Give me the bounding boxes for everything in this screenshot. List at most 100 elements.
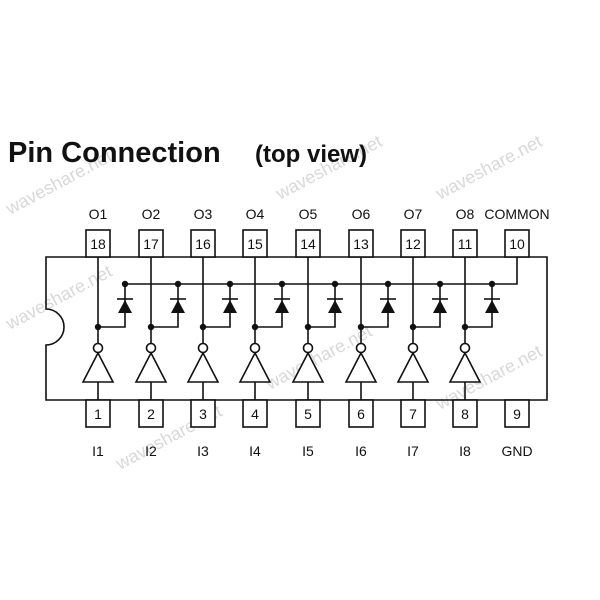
diode-branch xyxy=(255,284,283,328)
top-pin: O1 18 xyxy=(85,206,111,258)
diode-branch xyxy=(308,284,336,328)
top-pin-number: 16 xyxy=(195,236,211,252)
bottom-pin-number: 4 xyxy=(251,406,259,422)
top-pin: O6 13 xyxy=(348,206,374,258)
driver-channel xyxy=(238,257,290,400)
bottom-pin: 8I8 xyxy=(452,399,478,459)
top-pin: O2 17 xyxy=(138,206,164,258)
diode-icon xyxy=(433,300,447,313)
top-pin-label: O2 xyxy=(142,206,161,222)
bottom-pin-label: I2 xyxy=(145,443,157,459)
watermark-text: waveshare.net xyxy=(432,131,546,204)
inverter-triangle-icon xyxy=(186,351,220,383)
bottom-pin: 6I6 xyxy=(348,399,374,459)
inverter-bubble xyxy=(302,342,314,354)
bottom-pin-number: 8 xyxy=(461,406,469,422)
bottom-pin-label: GND xyxy=(501,443,532,459)
bus-junction-dot xyxy=(331,280,339,288)
diode-icon xyxy=(275,300,289,313)
top-pin-number: 11 xyxy=(458,236,473,252)
driver-channel xyxy=(291,257,343,400)
bottom-pin-number: 5 xyxy=(304,406,312,422)
top-pin: O3 16 xyxy=(190,206,216,258)
bottom-pin-number: 1 xyxy=(94,406,102,422)
diagram-title: Pin Connection xyxy=(8,137,221,169)
diode-icon xyxy=(328,300,342,313)
driver-channel xyxy=(186,257,238,400)
bottom-pin-number: 3 xyxy=(199,406,207,422)
diagram-subtitle: (top view) xyxy=(255,141,367,168)
inverter-bubble xyxy=(355,342,367,354)
top-pin-label: O3 xyxy=(194,206,213,222)
bottom-pin: 4I4 xyxy=(242,399,268,459)
bus-junction-dot xyxy=(121,280,129,288)
bottom-pin-label: I6 xyxy=(355,443,367,459)
diode-icon xyxy=(118,300,132,313)
diode-branch xyxy=(98,284,126,328)
top-pin-label: O1 xyxy=(89,206,108,222)
bottom-pin-box xyxy=(348,399,374,428)
bus-junction-dot xyxy=(384,280,392,288)
driver-channel xyxy=(448,257,500,400)
diode-icon xyxy=(485,300,499,313)
bus-junction-dot xyxy=(278,280,286,288)
inverter-triangle-icon xyxy=(81,351,115,383)
top-pin-number: 17 xyxy=(143,236,159,252)
top-pin-label: O5 xyxy=(299,206,318,222)
bottom-pin-box xyxy=(190,399,216,428)
diode-branch xyxy=(203,284,231,328)
diode-icon xyxy=(381,300,395,313)
bottom-pin-number: 2 xyxy=(147,406,155,422)
driver-channel xyxy=(344,257,396,400)
inverter-bubble xyxy=(197,342,209,354)
top-pin-label: O7 xyxy=(404,206,423,222)
bottom-pin-label: I3 xyxy=(197,443,209,459)
inverter-triangle-icon xyxy=(396,351,430,383)
top-pin-box xyxy=(295,229,321,258)
top-pin-label: O6 xyxy=(352,206,371,222)
top-pin-box xyxy=(452,229,478,258)
top-pin-box xyxy=(348,229,374,258)
common-bus xyxy=(123,257,518,285)
top-pin-label: COMMON xyxy=(484,206,549,222)
inverter-bubble xyxy=(407,342,419,354)
diode-branch xyxy=(151,284,179,328)
driver-channel xyxy=(81,257,133,400)
top-pin-label: O4 xyxy=(246,206,265,222)
top-pin-number: 14 xyxy=(300,236,316,252)
driver-channel xyxy=(134,257,186,400)
top-pin: O5 14 xyxy=(295,206,321,258)
inverter-triangle-icon xyxy=(134,351,168,383)
top-pin-number: 18 xyxy=(90,236,106,252)
bottom-pin-label: I8 xyxy=(459,443,471,459)
inverter-bubble xyxy=(459,342,471,354)
bottom-pin: 3I3 xyxy=(190,399,216,459)
bottom-pin: 1I1 xyxy=(85,399,111,459)
ic-package-outline xyxy=(45,256,548,401)
bottom-pin-label: I5 xyxy=(302,443,314,459)
bottom-pin-label: I4 xyxy=(249,443,261,459)
inverter-triangle-icon xyxy=(344,351,378,383)
bus-junction-dot xyxy=(174,280,182,288)
inverter-bubble xyxy=(249,342,261,354)
top-pin-number: 12 xyxy=(405,236,421,252)
top-pin-number: 13 xyxy=(353,236,369,252)
bottom-pin-number: 7 xyxy=(409,406,417,422)
internal-circuit xyxy=(81,257,518,400)
diode-branch xyxy=(465,284,493,328)
bottom-pin: 5I5 xyxy=(295,399,321,459)
bus-junction-dot xyxy=(226,280,234,288)
inverter-bubble xyxy=(92,342,104,354)
diode-icon xyxy=(171,300,185,313)
bus-junction-dot xyxy=(436,280,444,288)
bottom-pin-number: 6 xyxy=(357,406,365,422)
inverter-triangle-icon xyxy=(238,351,272,383)
inverter-triangle-icon xyxy=(448,351,482,383)
bottom-pin-label: I1 xyxy=(92,443,104,459)
